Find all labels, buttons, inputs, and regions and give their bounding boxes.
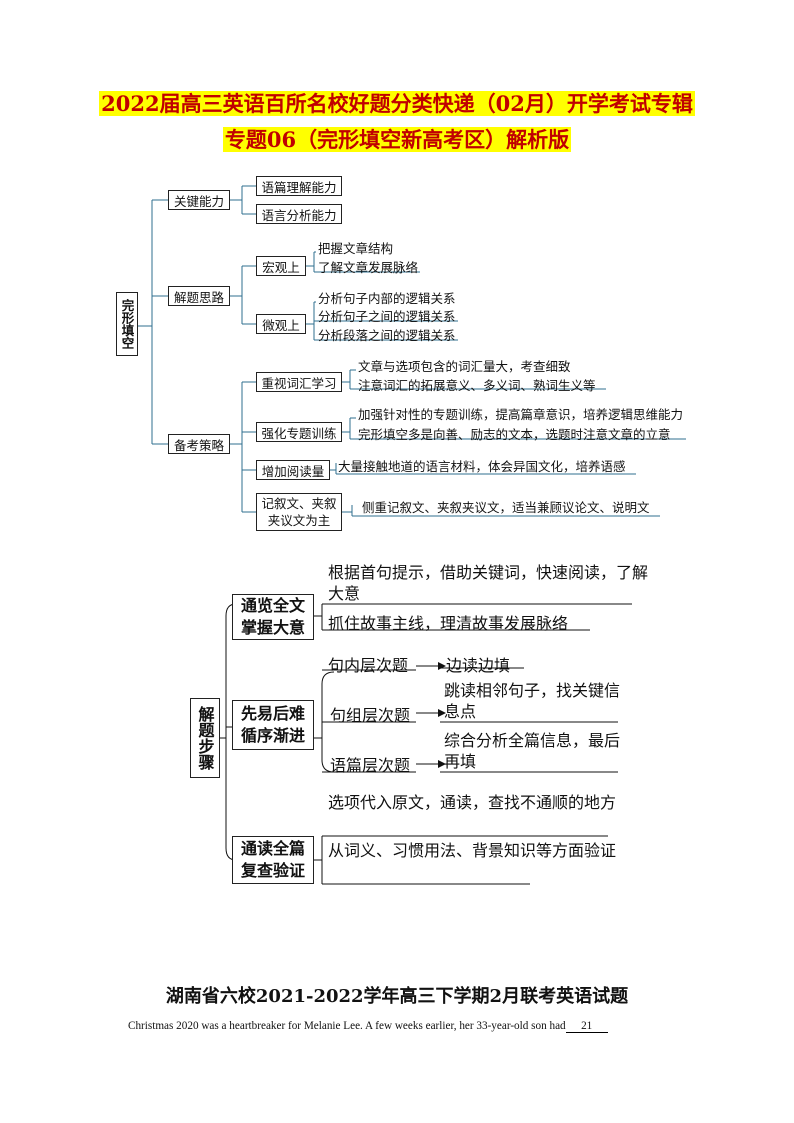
item-text: 了解文章发展脉络 (318, 260, 419, 275)
step-overview-box: 通览全文掌握大意 (232, 594, 314, 640)
item-text: 分析句子之间的逻辑关系 (318, 309, 456, 324)
step-item-text: 抓住故事主线，理清故事发展脉络 (328, 614, 569, 633)
node-narrative-focus: 记叙文、夹叙夹议文为主 (256, 493, 342, 531)
blank-21: 21 (565, 1020, 608, 1033)
item-text: 侧重记叙文、夹叙夹议文，适当兼顾议论文、说明文 (362, 500, 650, 515)
passage-text: Christmas 2020 was a heartbreaker for Me… (128, 1020, 608, 1033)
item-text: 大量接触地道的语言材料，体会异国文化，培养语感 (338, 459, 626, 474)
item-text: 把握文章结构 (318, 241, 394, 256)
node-reading-volume: 增加阅读量 (256, 460, 330, 480)
node-vocabulary: 重视词汇学习 (256, 372, 342, 392)
step-easy-first-box: 先易后难循序渐进 (232, 700, 314, 750)
branch-preparation-strategy: 备考策略 (168, 434, 230, 454)
node-macro: 宏观上 (256, 256, 306, 276)
item-text: 文章与选项包含的词汇量大，考查细致 (358, 359, 571, 374)
document-title-line2: 专题06（完形填空新高考区）解析版 (222, 127, 572, 152)
node-discourse-comprehension: 语篇理解能力 (256, 176, 342, 196)
document-title-line1: 2022届高三英语百所名校好题分类快递（02月）开学考试专辑 (99, 91, 695, 116)
level-label: 句内层次题 (328, 656, 409, 675)
level-action: 跳读相邻句子，找关键信息点 (444, 681, 621, 721)
step-review-box: 通读全篇复查验证 (232, 836, 314, 884)
item-text: 分析段落之间的逻辑关系 (318, 328, 456, 343)
item-text: 加强针对性的专题训练，提高篇章意识，培养逻辑思维能力 (358, 407, 684, 422)
item-text: 完形填空多是向善、励志的文本，选题时注意文章的立意 (358, 427, 671, 442)
mindmap-root-box: 完形填空 (116, 292, 138, 356)
step-item-text: 根据首句提示，借助关键词，快速阅读，了解大意 (328, 563, 649, 603)
level-action: 边读边填 (446, 656, 511, 675)
item-text: 分析句子内部的逻辑关系 (318, 291, 456, 306)
level-label: 语篇层次题 (330, 756, 411, 775)
level-label: 句组层次题 (330, 706, 411, 725)
branch-solving-ideas: 解题思路 (168, 286, 230, 306)
steps-root-box: 解题步骤 (190, 698, 220, 778)
section-heading: 湖南省六校2021-2022学年高三下学期2月联考英语试题 (165, 986, 629, 1007)
node-micro: 微观上 (256, 314, 306, 334)
step-item-text: 从词义、习惯用法、背景知识等方面验证 (328, 841, 617, 860)
item-text: 注意词汇的拓展意义、多义词、熟词生义等 (358, 378, 596, 393)
node-language-analysis: 语言分析能力 (256, 204, 342, 224)
step-item-text: 选项代入原文，通读，查找不通顺的地方 (328, 793, 617, 812)
branch-key-abilities: 关键能力 (168, 190, 230, 210)
level-action: 综合分析全篇信息，最后再填 (444, 731, 621, 771)
node-special-training: 强化专题训练 (256, 422, 342, 442)
